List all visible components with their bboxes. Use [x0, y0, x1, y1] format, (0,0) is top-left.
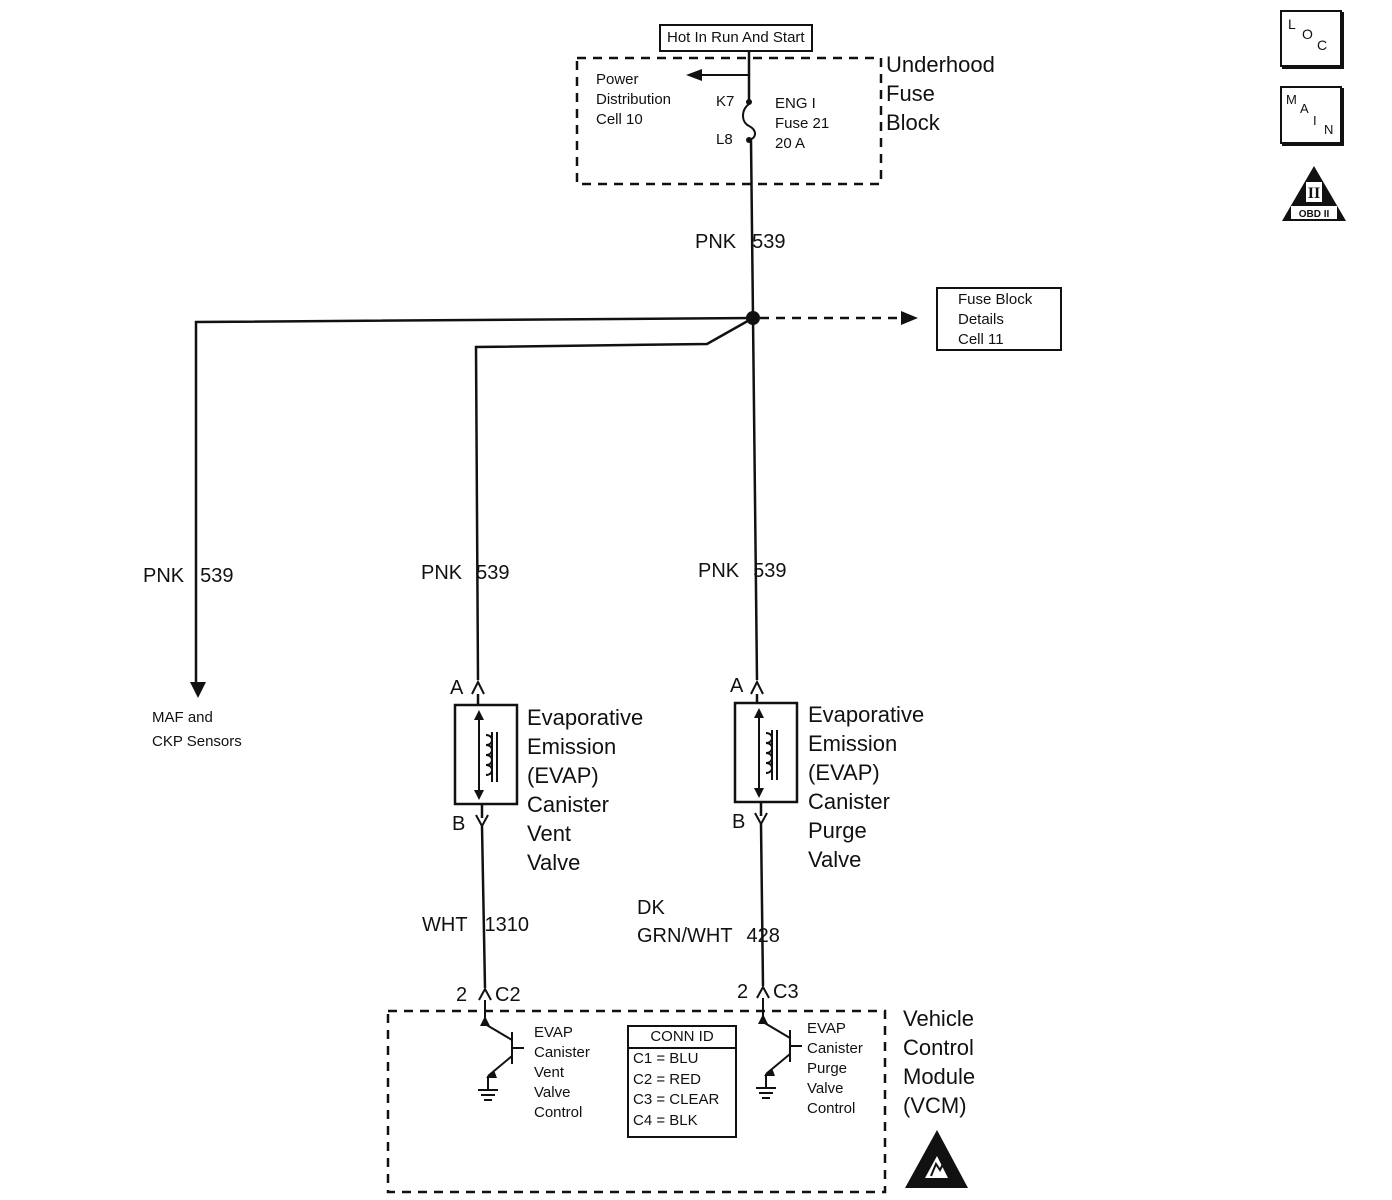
purge-control-wire: [759, 823, 765, 987]
vent-vcm-pin-label: 2: [456, 984, 468, 1006]
purge-vcm-connector-label: C3: [773, 981, 799, 1003]
obd-text: OBD II: [1299, 209, 1330, 220]
vent-valve-coil: [485, 734, 493, 776]
purge-valve-body: [733, 701, 799, 804]
obd-numeral: II: [1308, 185, 1320, 202]
vent-feed-wire: [474, 316, 754, 681]
fuse-rating-label: ENG I Fuse 21 20 A: [775, 95, 830, 152]
fuse-block-details-box[interactable]: Fuse Block Details Cell 11: [936, 287, 1062, 351]
purge-driver-transistor: [756, 1021, 802, 1099]
conn-id-row: C1 = BLU: [633, 1050, 699, 1067]
conn-id-table: CONN ID C1 = BLU C2 = RED C3 = CLEAR C4 …: [627, 1025, 737, 1138]
vent-control-wire: [480, 825, 487, 989]
vent-c2-connector: [478, 986, 492, 1001]
power-distribution-arrow-head: [686, 69, 702, 81]
fuse-element: [742, 103, 756, 141]
conn-id-row: C3 = CLEAR: [633, 1091, 720, 1108]
evap-vent-valve-name: Evaporative Emission (EVAP) Canister Ven…: [527, 705, 644, 875]
vent-valve-body: [453, 703, 519, 806]
feed-wire-pnk-539: [749, 139, 755, 319]
loc-badge[interactable]: L O C: [1280, 10, 1342, 67]
conn-id-row: C2 = RED: [633, 1070, 701, 1088]
maf-arrow-head: [190, 682, 206, 698]
purge-c3-connector: [756, 984, 770, 999]
maf-ckp-sensors-label: MAF and CKP Sensors: [152, 709, 242, 750]
power-source-label: Hot In Run And Start: [659, 24, 813, 52]
main-badge[interactable]: M A I N: [1280, 86, 1342, 144]
vent-pin-b-label: B: [452, 813, 466, 835]
vent-vcm-connector-label: C2: [495, 984, 521, 1006]
vent-pin-a-connector: [471, 679, 485, 695]
purge-feed-wire: [751, 317, 759, 681]
fuse-block-outline: [575, 56, 883, 186]
purge-control-wire-color-1: DK: [637, 897, 665, 919]
fuse-terminal-k7: [746, 99, 752, 105]
vent-driver-transistor: [478, 1023, 524, 1101]
purge-driver-label: EVAP Canister Purge Valve Control: [807, 1020, 863, 1117]
purge-pin-b-label: B: [732, 811, 746, 833]
conn-id-row: C4 = BLK: [633, 1111, 698, 1129]
purge-pin-a-connector: [750, 679, 764, 695]
vent-pin-a-label: A: [450, 677, 464, 699]
power-distribution-label: Power Distribution Cell 10: [596, 71, 672, 128]
vcm-title: Vehicle Control Module (VCM): [903, 1006, 976, 1118]
purge-vcm-pin-label: 2: [737, 981, 749, 1003]
vcm-outline: [386, 1009, 887, 1194]
purge-pin-a-label: A: [730, 675, 744, 697]
fuse-terminal-k7-label: K7: [716, 93, 735, 110]
underhood-fuse-block-title: Underhood Fuse Block: [886, 52, 995, 135]
vent-driver-label: EVAP Canister Vent Valve Control: [534, 1024, 590, 1121]
conn-id-title: CONN ID: [629, 1027, 735, 1049]
power-source-text: Hot In Run And Start: [667, 29, 805, 46]
esd-warning-icon: [905, 1130, 968, 1188]
purge-valve-coil: [765, 732, 773, 774]
obd-ii-icon: II OBD II: [1282, 166, 1346, 221]
fuse-terminal-l8-label: L8: [716, 131, 733, 148]
evap-purge-valve-name: Evaporative Emission (EVAP) Canister Pur…: [808, 702, 925, 872]
maf-branch-wire: [194, 316, 754, 685]
fuse-details-arrow-head: [901, 311, 918, 325]
